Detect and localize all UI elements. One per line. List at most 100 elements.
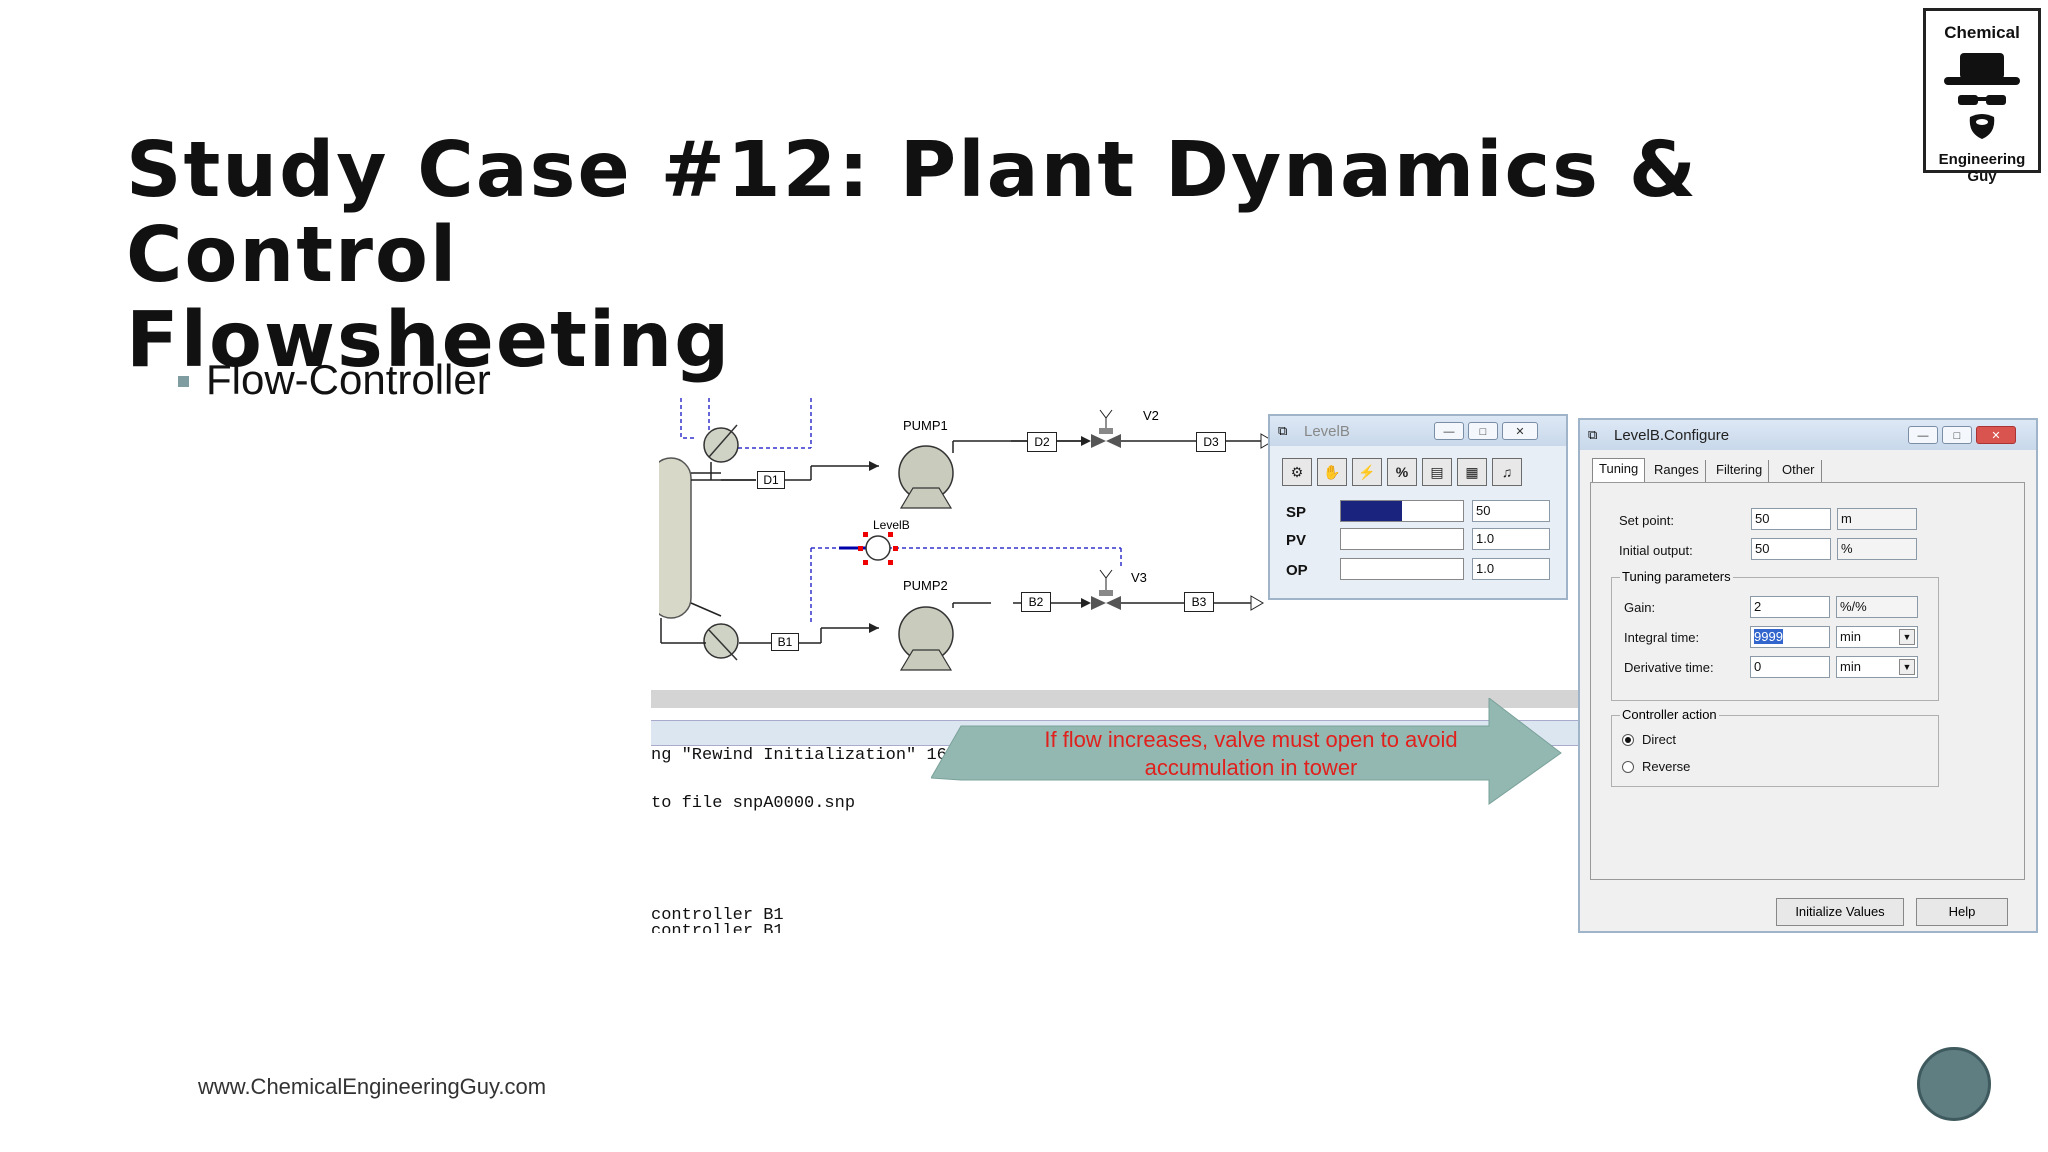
help-button[interactable]: Help — [1916, 898, 2008, 926]
callout-text-line1: If flow increases, valve must open to av… — [1044, 727, 1458, 752]
reverse-radio[interactable] — [1622, 761, 1634, 773]
stream-label-d2[interactable]: D2 — [1027, 432, 1057, 452]
slide-title-line1: Study Case #12: Plant Dynamics & Control — [126, 126, 1698, 300]
plot-icon[interactable]: ▦ — [1457, 458, 1487, 486]
derivative-time-unit: min — [1840, 659, 1861, 674]
initial-output-label: Initial output: — [1619, 543, 1693, 558]
manual-icon[interactable]: ✋ — [1317, 458, 1347, 486]
tab-other[interactable]: Other — [1776, 460, 1822, 486]
pv-label: PV — [1286, 532, 1307, 549]
faceplate-title: LevelB — [1304, 422, 1350, 440]
pump1-label: PUMP1 — [903, 418, 948, 433]
tab-tuning[interactable]: Tuning — [1592, 458, 1646, 485]
derivative-time-label: Derivative time: — [1624, 660, 1714, 675]
set-point-input[interactable]: 50 — [1751, 508, 1831, 530]
stream-label-b3[interactable]: B3 — [1184, 592, 1214, 612]
stream-label-d3[interactable]: D3 — [1196, 432, 1226, 452]
logo-text-top: Chemical — [1944, 23, 2020, 42]
slide-title-line2: Flowsheeting — [126, 296, 732, 385]
distillation-column — [651, 457, 692, 619]
auto-icon[interactable]: ⚡ — [1352, 458, 1382, 486]
stream-label-b2[interactable]: B2 — [1021, 592, 1051, 612]
minimize-button[interactable]: — — [1908, 426, 1938, 444]
tuning-parameters-group: Tuning parameters Gain: 2 %/% Integral t… — [1611, 569, 1939, 701]
valve-v3-symbol — [1091, 569, 1121, 610]
console-scrollbar[interactable] — [651, 690, 1581, 708]
embedded-screenshot: PUMP1 PUMP2 V2 V3 LevelB D1 D2 D3 B1 B2 … — [651, 398, 2041, 933]
derivative-time-input[interactable]: 0 — [1750, 656, 1830, 678]
console-line-4: controller B1 — [651, 922, 784, 933]
initialize-values-button[interactable]: Initialize Values — [1776, 898, 1904, 926]
controller-action-group: Controller action Direct Reverse — [1611, 707, 1939, 787]
tuning-parameters-legend: Tuning parameters — [1620, 569, 1733, 584]
window-app-icon: ⧉ — [1278, 423, 1288, 438]
chevron-down-icon[interactable]: ▼ — [1899, 659, 1915, 675]
pv-bar — [1340, 528, 1464, 550]
reverse-label: Reverse — [1642, 759, 1691, 774]
configure-title: LevelB.Configure — [1614, 426, 1730, 444]
valve-v2-symbol — [1091, 409, 1121, 448]
controller-label: LevelB — [873, 518, 910, 532]
console-line-2: to file snpA0000.snp — [651, 794, 856, 813]
bullet-marker — [178, 376, 189, 387]
close-button[interactable]: ✕ — [1976, 426, 2016, 444]
op-value-field[interactable]: 1.0 — [1472, 558, 1550, 580]
footer-url: www.ChemicalEngineeringGuy.com — [198, 1074, 547, 1099]
pv-value-field: 1.0 — [1472, 528, 1550, 550]
sp-bar — [1340, 500, 1464, 522]
bullet-text: Flow-Controller — [206, 356, 491, 403]
brand-logo: Chemical Engineering Guy — [1923, 8, 2041, 185]
op-bar — [1340, 558, 1464, 580]
radio-selected-dot — [1625, 737, 1631, 743]
slide-nav-button[interactable] — [1917, 1047, 1991, 1121]
slide-title: Study Case #12: Plant Dynamics & Control… — [126, 128, 1926, 383]
percent-icon[interactable]: % — [1387, 458, 1417, 486]
valve-v3-label: V3 — [1131, 570, 1147, 585]
direct-label: Direct — [1642, 732, 1676, 747]
callout-text-line2: accumulation in tower — [1144, 755, 1358, 780]
integral-time-input[interactable]: 9999 — [1750, 626, 1830, 648]
sp-value-field[interactable]: 50 — [1472, 500, 1550, 522]
stream-label-b1[interactable]: B1 — [771, 633, 799, 651]
note-icon[interactable]: ▤ — [1422, 458, 1452, 486]
console-line-3: controller B1 — [651, 906, 784, 925]
sp-label: SP — [1286, 504, 1307, 521]
set-point-unit: m — [1837, 508, 1917, 530]
callout-arrow — [931, 698, 1562, 805]
integral-time-unit: min — [1840, 629, 1861, 644]
controller-action-legend: Controller action — [1620, 707, 1719, 722]
tuning-icon[interactable]: ⚙ — [1282, 458, 1312, 486]
tab-ranges[interactable]: Ranges — [1648, 460, 1706, 486]
process-flowsheet — [651, 398, 1274, 671]
faceplate-window[interactable]: LevelB ⧉ — □ ✕ ⚙ ✋ ⚡ % ▤ ▦ ♫ SP PV OP 50… — [1268, 414, 1568, 600]
valve-v2-label: V2 — [1143, 408, 1159, 423]
console-line-1: ng "Rewind Initialization" 16/ — [651, 746, 958, 765]
derivative-time-unit-select[interactable]: min ▼ — [1836, 656, 1918, 678]
tab-filtering[interactable]: Filtering — [1710, 460, 1770, 486]
close-button[interactable]: ✕ — [1502, 422, 1538, 440]
alarm-icon[interactable]: ♫ — [1492, 458, 1522, 486]
configure-window[interactable]: LevelB.Configure ⧉ — □ ✕ Tuning Ranges F… — [1578, 418, 2038, 933]
integral-time-unit-select[interactable]: min ▼ — [1836, 626, 1918, 648]
maximize-button[interactable]: □ — [1942, 426, 1972, 444]
configure-titlebar[interactable]: LevelB.Configure — [1580, 420, 2036, 450]
maximize-button[interactable]: □ — [1468, 422, 1498, 440]
gain-label: Gain: — [1624, 600, 1656, 615]
integral-time-label: Integral time: — [1624, 630, 1700, 645]
logo-text-bottom: Engineering Guy — [1938, 151, 2026, 185]
sp-bar-fill — [1341, 501, 1402, 521]
set-point-label: Set point: — [1619, 513, 1674, 528]
initial-output-unit: % — [1837, 538, 1917, 560]
op-label: OP — [1286, 562, 1308, 579]
chevron-down-icon[interactable]: ▼ — [1899, 629, 1915, 645]
tuning-panel: Set point: 50 m Initial output: 50 % Tun… — [1590, 482, 2025, 880]
integral-time-value: 9999 — [1754, 629, 1783, 644]
gain-input[interactable]: 2 — [1750, 596, 1830, 618]
window-app-icon: ⧉ — [1588, 427, 1598, 442]
initial-output-input[interactable]: 50 — [1751, 538, 1831, 560]
faceplate-toolbar: ⚙ ✋ ⚡ % ▤ ▦ ♫ — [1282, 458, 1554, 490]
callout-text: If flow increases, valve must open to av… — [951, 726, 1551, 782]
stream-label-d1[interactable]: D1 — [757, 471, 785, 489]
direct-radio[interactable] — [1622, 734, 1634, 746]
minimize-button[interactable]: — — [1434, 422, 1464, 440]
